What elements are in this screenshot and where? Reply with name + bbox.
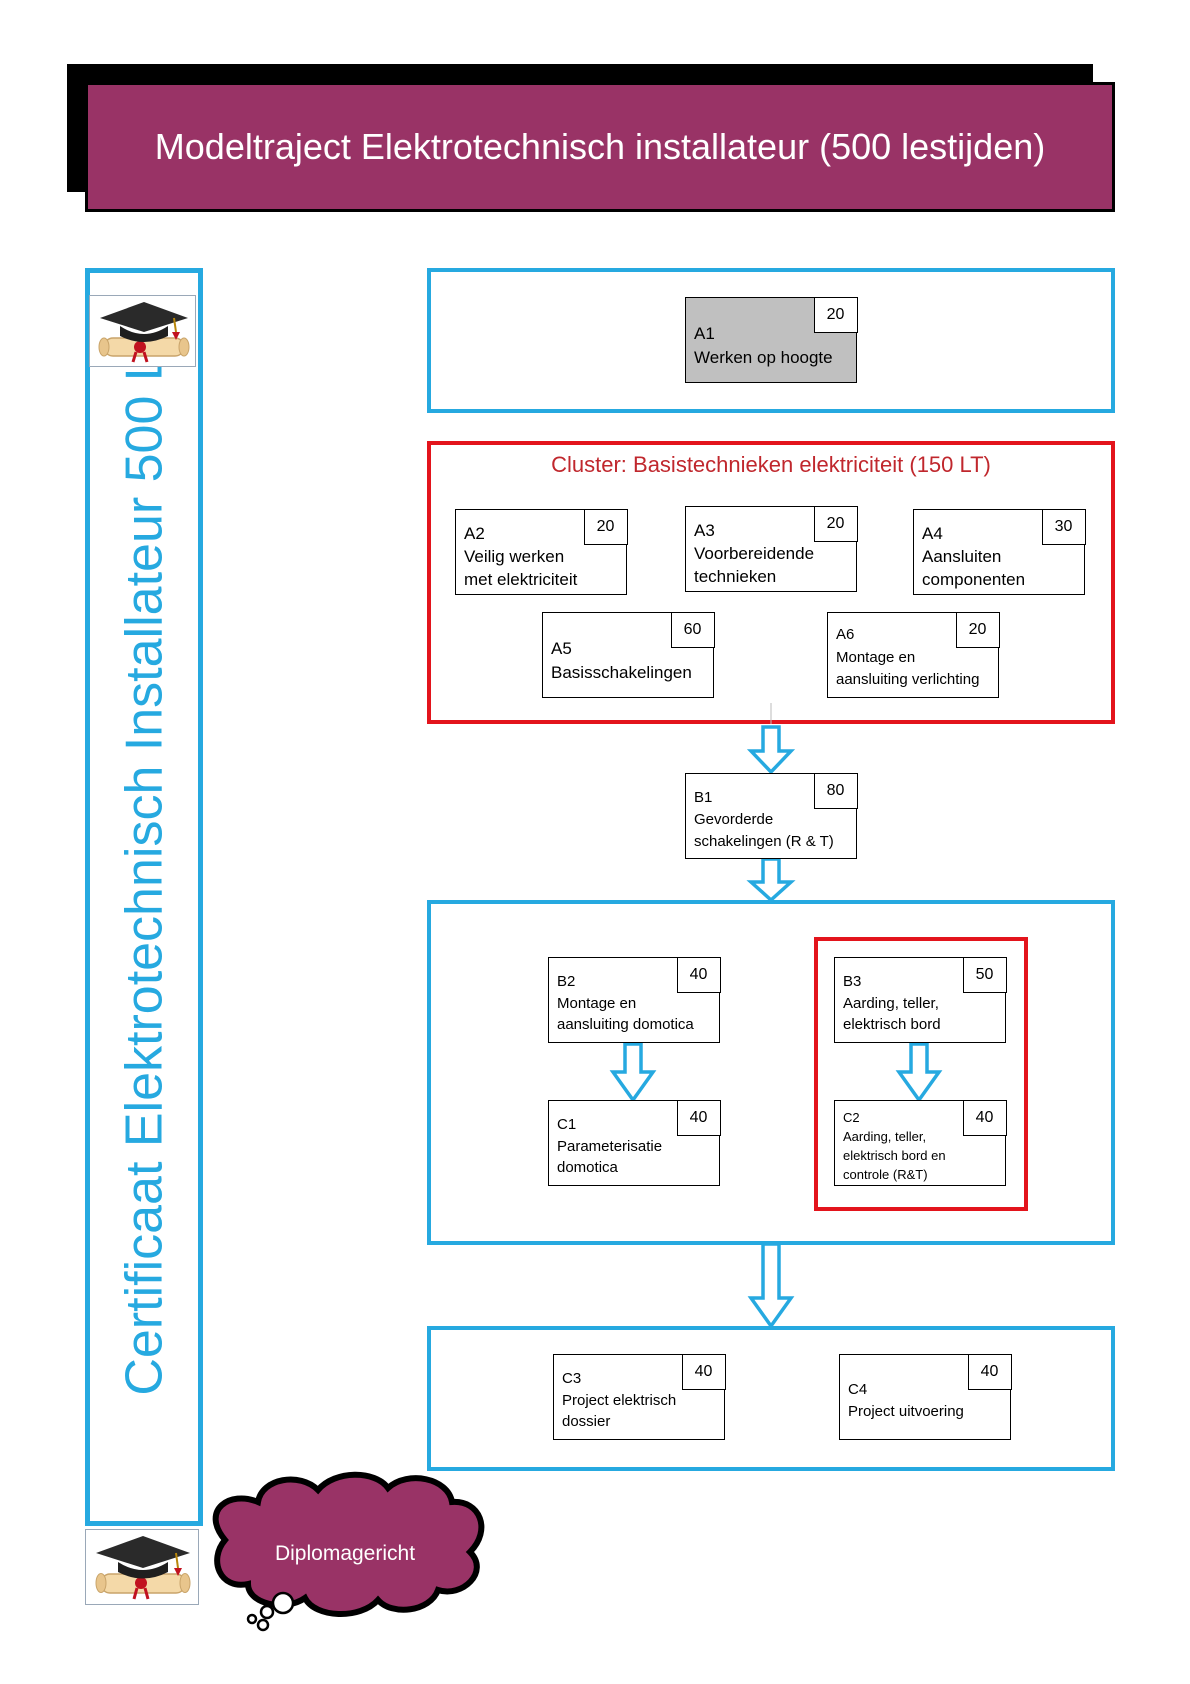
- graduation-cap-diploma-icon: [89, 295, 196, 367]
- module-c3: C3 Project elektrisch dossier 40: [553, 1353, 726, 1440]
- module-code: C3: [562, 1370, 582, 1387]
- arrow-down-icon: [747, 1242, 795, 1330]
- module-name-line-1: Aarding, teller,: [843, 1129, 927, 1144]
- title-banner: Modeltraject Elektrotechnisch installate…: [85, 82, 1115, 212]
- module-a2: A2 Veilig werken met elektriciteit 20: [455, 508, 628, 595]
- module-name-line-1: Parameterisatie: [557, 1138, 663, 1155]
- module-name-line-1: Project elektrisch: [562, 1392, 677, 1409]
- cluster-title: Cluster: Basistechnieken elektriciteit (…: [551, 452, 991, 477]
- module-name-line-1: Montage en: [836, 649, 916, 666]
- module-b3: B3 Aarding, teller, elektrisch bord 50: [834, 956, 1007, 1043]
- module-hours: 40: [676, 956, 721, 993]
- module-name-line-3: controle (R&T): [843, 1167, 928, 1182]
- module-name-line-2: schakelingen (R & T): [694, 833, 834, 850]
- module-hours: 20: [955, 611, 1000, 648]
- module-c4: C4 Project uitvoering 40: [839, 1353, 1012, 1440]
- arrow-down-icon: [746, 725, 796, 775]
- module-name-line-1: Aansluiten: [922, 547, 1002, 566]
- module-hours: 20: [813, 505, 858, 542]
- arrow-down-icon: [609, 1042, 657, 1104]
- module-name-line-2: met elektriciteit: [464, 570, 578, 589]
- module-hours: 80: [813, 772, 858, 809]
- group-frame-b3-c2: [814, 937, 1028, 1211]
- module-code: B3: [843, 973, 862, 990]
- module-name-line-2: aansluiting domotica: [557, 1016, 694, 1033]
- module-a4: A4 Aansluiten componenten 30: [913, 508, 1086, 595]
- module-b1: B1 Gevorderde schakelingen (R & T) 80: [685, 772, 858, 859]
- module-code: C4: [848, 1381, 868, 1398]
- module-a1: A1 Werken op hoogte 20: [685, 296, 858, 383]
- module-hours: 40: [967, 1353, 1012, 1390]
- module-name: Basisschakelingen: [551, 663, 692, 682]
- module-a5: A5 Basisschakelingen 60: [542, 611, 715, 698]
- module-name-line-1: Gevorderde: [694, 811, 774, 828]
- module-code: C1: [557, 1116, 577, 1133]
- module-name-line-2: elektrisch bord: [843, 1016, 941, 1033]
- module-code: B1: [694, 789, 713, 806]
- certificate-bar: [85, 268, 203, 1526]
- module-name-line-2: technieken: [694, 567, 777, 586]
- module-a6: A6 Montage en aansluiting verlichting 20: [827, 611, 1000, 698]
- module-hours: 20: [813, 296, 858, 333]
- module-name: Project uitvoering: [848, 1403, 964, 1420]
- module-hours: 20: [583, 508, 628, 545]
- module-code: A4: [922, 524, 943, 543]
- module-hours: 30: [1041, 508, 1086, 545]
- module-code: A2: [464, 524, 485, 543]
- module-name-line-1: Montage en: [557, 995, 637, 1012]
- page-title: Modeltraject Elektrotechnisch installate…: [154, 126, 1046, 167]
- module-name-line-2: domotica: [557, 1159, 618, 1176]
- module-name: Werken op hoogte: [694, 348, 833, 367]
- module-name-line-1: Veilig werken: [464, 547, 565, 566]
- module-code: B2: [557, 973, 576, 990]
- module-hours: 60: [670, 611, 715, 648]
- module-code: A1: [694, 324, 715, 343]
- module-name-line-2: aansluiting verlichting: [836, 671, 980, 688]
- module-c2: C2 Aarding, teller, elektrisch bord en c…: [834, 1099, 1007, 1186]
- module-name-line-2: dossier: [562, 1413, 611, 1430]
- module-name-line-1: Aarding, teller,: [843, 995, 939, 1012]
- module-a3: A3 Voorbereidende technieken 20: [685, 505, 858, 592]
- arrow-down-icon: [895, 1042, 943, 1104]
- module-code: A6: [836, 626, 855, 643]
- module-name-line-1: Voorbereidende: [694, 544, 815, 563]
- module-code: C2: [843, 1110, 860, 1125]
- module-c1: C1 Parameterisatie domotica 40: [548, 1099, 721, 1186]
- module-name-line-2: componenten: [922, 570, 1026, 589]
- module-code: A5: [551, 639, 572, 658]
- module-hours: 40: [681, 1353, 726, 1390]
- section-frame-a1: [427, 268, 1115, 413]
- module-hours: 40: [676, 1099, 721, 1136]
- module-b2: B2 Montage en aansluiting domotica 40: [548, 956, 721, 1043]
- module-code: A3: [694, 521, 715, 540]
- module-name-line-2: elektrisch bord en: [843, 1148, 946, 1163]
- arrow-down-icon: [746, 857, 796, 903]
- module-hours: 40: [962, 1099, 1007, 1136]
- graduation-cap-diploma-icon: [85, 1529, 199, 1605]
- module-hours: 50: [962, 956, 1007, 993]
- diploma-label: Diplomagericht: [274, 1542, 416, 1565]
